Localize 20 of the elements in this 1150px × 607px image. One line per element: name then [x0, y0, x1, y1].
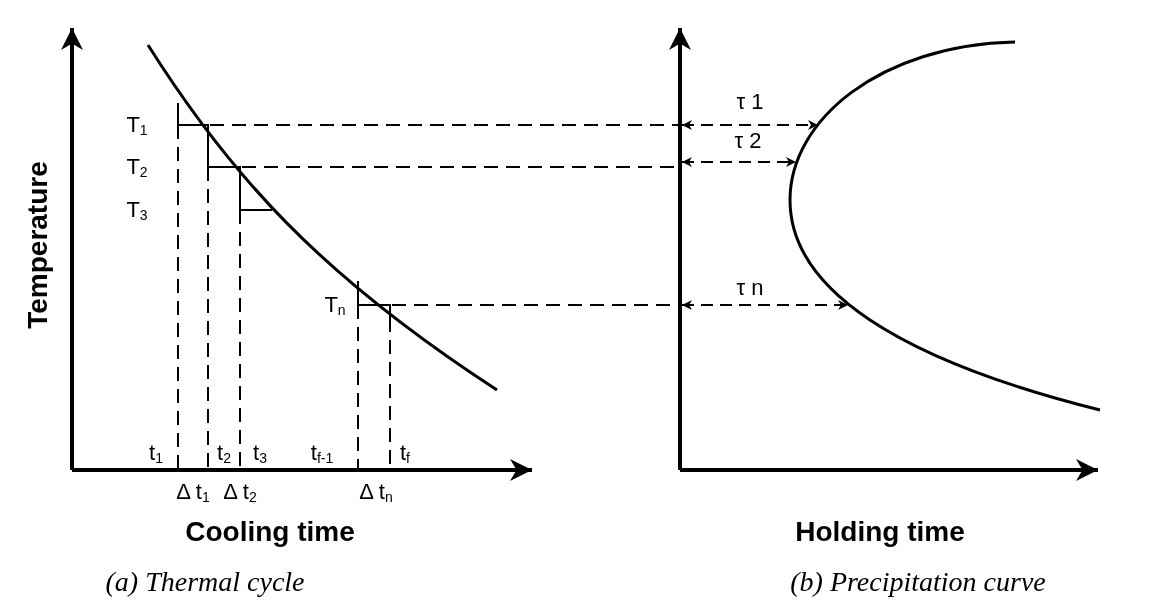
- axis-value-label: t$_{2}$: [217, 441, 231, 465]
- figure-caption: (b) Precipitation curve: [790, 568, 1046, 596]
- interval-label: Δ t$_{2}$: [223, 480, 257, 504]
- axis-title: Holding time: [795, 518, 965, 546]
- axis-title: Temperature: [24, 161, 52, 329]
- axis-value-label: t$_{1}$: [149, 441, 163, 465]
- dimension-label: τ n: [736, 277, 764, 299]
- axis-value-label: T$_{3}$: [126, 198, 148, 222]
- axis-value-label: T$_{1}$: [126, 113, 148, 137]
- axis-value-label: t$_{3}$: [253, 441, 267, 465]
- axis-value-label: T$_{2}$: [126, 155, 148, 179]
- interval-label: Δ t$_{n}$: [359, 480, 393, 504]
- axis-value-label: t$_{f-1}$: [310, 441, 334, 465]
- figure-caption: (a) Thermal cycle: [105, 568, 305, 596]
- axis-value-label: t$_{f}$: [400, 441, 410, 465]
- axis-title: Cooling time: [185, 518, 355, 546]
- interval-label: Δ t$_{1}$: [176, 480, 210, 504]
- dimension-label: τ 2: [734, 130, 762, 152]
- dimension-label: τ 1: [736, 91, 764, 113]
- axis-value-label: T$_{n}$: [324, 293, 346, 317]
